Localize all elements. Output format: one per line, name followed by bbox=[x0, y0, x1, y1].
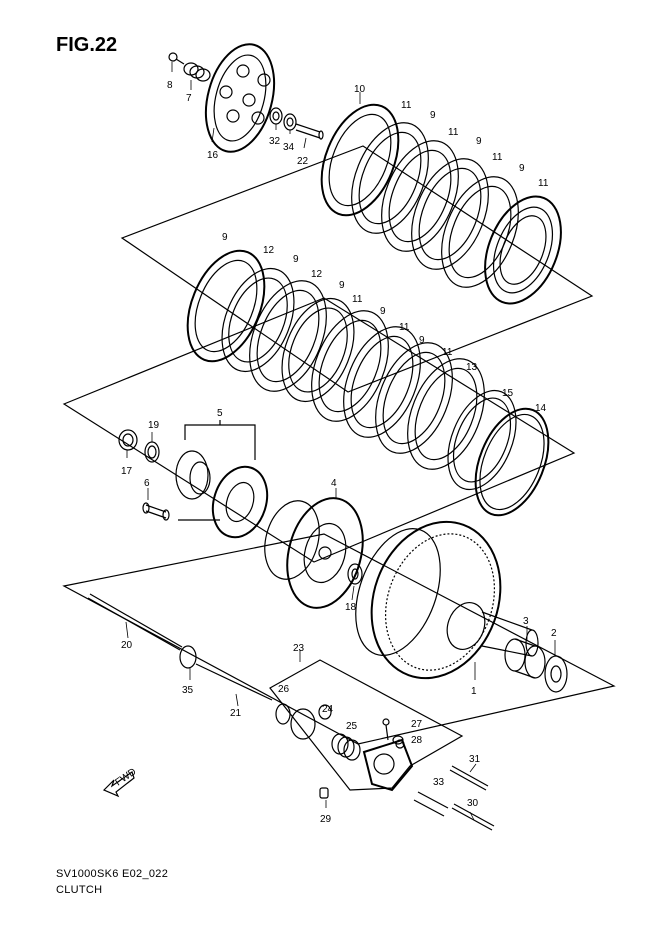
callout-27: 27 bbox=[411, 719, 423, 730]
callout-11g: 11 bbox=[442, 347, 453, 358]
seat-13 bbox=[447, 389, 517, 491]
callout-labels: 8 7 16 32 34 22 10 11 9 11 9 11 9 11 9 1… bbox=[121, 80, 557, 825]
fwd-arrow-icon: FWD bbox=[102, 766, 138, 798]
callout-26: 26 bbox=[278, 684, 290, 695]
callout-12b: 12 bbox=[311, 269, 323, 280]
bolt-31 bbox=[449, 765, 489, 791]
callout-11b: 11 bbox=[448, 127, 459, 138]
callout-9a: 9 bbox=[430, 110, 436, 121]
slave-group-frame bbox=[269, 659, 464, 791]
callout-3: 3 bbox=[523, 616, 529, 627]
bolt-8 bbox=[168, 52, 185, 65]
callout-18: 18 bbox=[345, 602, 357, 613]
washer-32 bbox=[269, 107, 283, 125]
spring-25 bbox=[331, 733, 361, 761]
callout-5: 5 bbox=[217, 408, 223, 419]
callout-9f: 9 bbox=[339, 280, 345, 291]
callout-9d: 9 bbox=[222, 232, 228, 243]
callout-35: 35 bbox=[182, 685, 194, 696]
callout-30: 30 bbox=[467, 798, 479, 809]
nut-17 bbox=[118, 429, 138, 451]
callout-34: 34 bbox=[283, 142, 295, 153]
callout-19: 19 bbox=[148, 420, 160, 431]
callout-11e: 11 bbox=[352, 294, 363, 305]
figure-code: SV1000SK6 E02_022 bbox=[56, 868, 169, 880]
leader-lines bbox=[125, 62, 556, 821]
callout-29: 29 bbox=[320, 814, 332, 825]
fwd-arrow-label: FWD bbox=[113, 766, 138, 788]
callout-6: 6 bbox=[144, 478, 150, 489]
callout-33: 33 bbox=[433, 777, 445, 788]
piston-26 bbox=[275, 703, 291, 725]
callout-25: 25 bbox=[346, 721, 358, 732]
figure-title: FIG.22 bbox=[56, 34, 118, 56]
callout-4: 4 bbox=[331, 478, 337, 489]
push-rod-22 bbox=[295, 123, 324, 140]
callout-8: 8 bbox=[167, 80, 173, 91]
bleeder-27 bbox=[382, 718, 390, 741]
callout-15: 15 bbox=[502, 388, 514, 399]
callout-2: 2 bbox=[551, 628, 557, 639]
push-rod-20 bbox=[87, 593, 197, 669]
bolt-30 bbox=[451, 803, 495, 831]
seal-24 bbox=[290, 704, 332, 740]
callout-10: 10 bbox=[354, 84, 366, 95]
callout-16: 16 bbox=[207, 150, 219, 161]
plate-stack-top bbox=[320, 103, 562, 305]
hub-group-frame bbox=[62, 533, 616, 745]
callout-9c: 9 bbox=[519, 163, 525, 174]
push-rod-21 bbox=[195, 663, 273, 701]
bearing-34 bbox=[283, 113, 297, 131]
callout-24: 24 bbox=[322, 704, 334, 715]
primary-driven-gear-1 bbox=[355, 520, 539, 680]
sleeve-hub-4 bbox=[264, 497, 364, 609]
callout-11a: 11 bbox=[401, 100, 412, 111]
callout-22: 22 bbox=[297, 156, 309, 167]
plates-group-frame-top bbox=[120, 145, 594, 393]
spring-7 bbox=[183, 62, 211, 82]
spring-washer-14 bbox=[474, 407, 550, 517]
callout-9h: 9 bbox=[419, 335, 425, 346]
callout-9e: 9 bbox=[293, 254, 299, 265]
plate-stack-mid bbox=[186, 249, 485, 470]
callout-31: 31 bbox=[469, 754, 481, 765]
callout-11f: 11 bbox=[399, 322, 410, 333]
dowel-29 bbox=[319, 787, 329, 799]
callout-11d: 11 bbox=[538, 178, 549, 189]
cap-28 bbox=[392, 735, 404, 745]
figure-caption: CLUTCH bbox=[56, 884, 103, 896]
spacer-2 bbox=[544, 655, 568, 693]
callout-1: 1 bbox=[471, 686, 477, 697]
pressure-plate bbox=[204, 43, 276, 153]
damper-5 bbox=[175, 420, 269, 539]
bolt-33 bbox=[413, 791, 449, 817]
callout-13: 13 bbox=[466, 362, 478, 373]
callout-20: 20 bbox=[121, 640, 133, 651]
callout-9b: 9 bbox=[476, 136, 482, 147]
needle-bearing-3 bbox=[504, 638, 546, 679]
slave-cylinder-body bbox=[362, 738, 414, 792]
callout-12a: 12 bbox=[263, 245, 275, 256]
callout-28: 28 bbox=[411, 735, 423, 746]
plates-group-frame-mid bbox=[62, 297, 576, 563]
callout-14: 14 bbox=[535, 403, 547, 414]
callout-23: 23 bbox=[293, 643, 305, 654]
callout-21: 21 bbox=[230, 708, 242, 719]
callout-9g: 9 bbox=[380, 306, 386, 317]
callout-32: 32 bbox=[269, 136, 281, 147]
callout-17: 17 bbox=[121, 466, 133, 477]
bolt-6 bbox=[142, 502, 170, 521]
callout-11c: 11 bbox=[492, 152, 503, 163]
callout-7: 7 bbox=[186, 93, 192, 104]
washer-18 bbox=[347, 563, 363, 585]
